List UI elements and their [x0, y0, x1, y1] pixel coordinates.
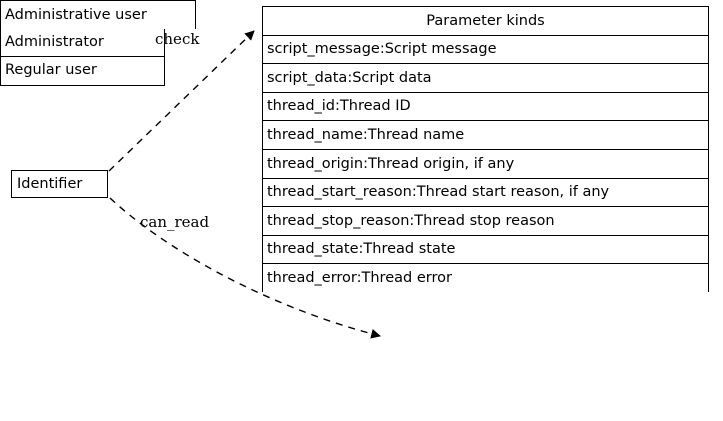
node-administrative-user-header: Administrative user	[1, 1, 195, 29]
node-administrative-user-header-box: Administrative user	[0, 0, 196, 29]
node-parameter-kinds-header: Parameter kinds	[263, 7, 708, 36]
node-administrative-user-rows: Administrator Regular user	[0, 29, 165, 86]
node-parameter-kinds[interactable]: Parameter kinds script_message:Script me…	[262, 6, 709, 293]
table-row[interactable]: Regular user	[1, 56, 164, 84]
table-row[interactable]: Administrator	[1, 29, 164, 57]
table-row[interactable]: script_data:Script data	[263, 64, 708, 93]
edge-label-can-read: can_read	[140, 213, 210, 231]
table-row[interactable]: thread_origin:Thread origin, if any	[263, 149, 708, 179]
table-row[interactable]: thread_start_reason:Thread start reason,…	[263, 178, 708, 208]
table-row[interactable]: thread_id:Thread ID	[263, 92, 708, 122]
edge-label-check: check	[155, 30, 200, 48]
table-row[interactable]: thread_state:Thread state	[263, 235, 708, 265]
node-identifier-label: Identifier	[12, 171, 107, 197]
table-row[interactable]: thread_stop_reason:Thread stop reason	[263, 207, 708, 236]
table-row[interactable]: thread_error:Thread error	[263, 264, 708, 293]
node-identifier[interactable]: Identifier	[11, 170, 108, 198]
table-row[interactable]: thread_name:Thread name	[263, 121, 708, 150]
table-row[interactable]: script_message:Script message	[263, 35, 708, 65]
